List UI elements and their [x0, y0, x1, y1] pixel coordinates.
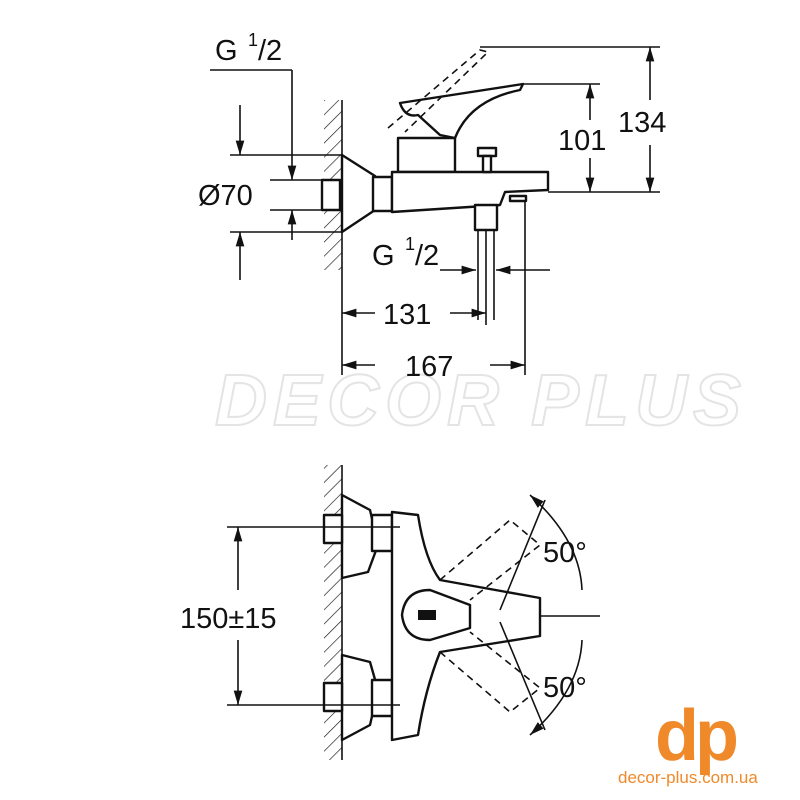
lever — [398, 82, 525, 140]
hex-nut — [371, 175, 394, 213]
aerator — [508, 194, 528, 203]
depth-total-label: 167 — [405, 351, 453, 383]
logo-mark: dp — [655, 696, 739, 776]
lever-indicator — [418, 610, 436, 620]
escutcheon — [340, 153, 377, 234]
thread-top-den: /2 — [258, 35, 282, 67]
spout-body — [390, 170, 550, 214]
hex-nut-lower — [370, 678, 394, 718]
depth-outlet-label: 131 — [383, 299, 431, 331]
logo-url: decor-plus.com.ua — [618, 768, 758, 787]
connector-nut — [320, 178, 342, 212]
nut-upper — [322, 513, 344, 545]
thread-outlet-num: 1 — [405, 234, 415, 254]
diameter-label: Ø70 — [198, 180, 253, 212]
cartridge-body — [396, 136, 457, 174]
watermark: DECOR PLUS — [215, 361, 747, 441]
wall-hatch — [324, 465, 342, 760]
side-view: G 1 /2 Ø70 101 134 G 1 /2 131 167 — [198, 30, 666, 383]
angle-up-label: 50° — [543, 537, 587, 569]
outlet — [473, 203, 499, 232]
lever-open-position — [387, 49, 490, 133]
diverter-stem — [481, 154, 493, 174]
height-lever-label: 101 — [558, 125, 606, 157]
lever-rotated-down — [439, 631, 542, 714]
thread-outlet-den: /2 — [415, 240, 439, 272]
thread-outlet-base: G — [372, 240, 395, 272]
lever-rotated-up — [439, 518, 542, 601]
spacing-label: 150±15 — [180, 603, 277, 635]
nut-lower — [322, 681, 344, 713]
height-total-label: 134 — [618, 107, 666, 139]
top-view: 150±15 50° 50° — [180, 465, 600, 760]
thread-top-num: 1 — [248, 30, 258, 50]
hex-nut-upper — [370, 513, 394, 553]
thread-top-base: G — [215, 35, 238, 67]
escutcheon-upper — [340, 493, 380, 580]
angle-down-label: 50° — [543, 672, 587, 704]
